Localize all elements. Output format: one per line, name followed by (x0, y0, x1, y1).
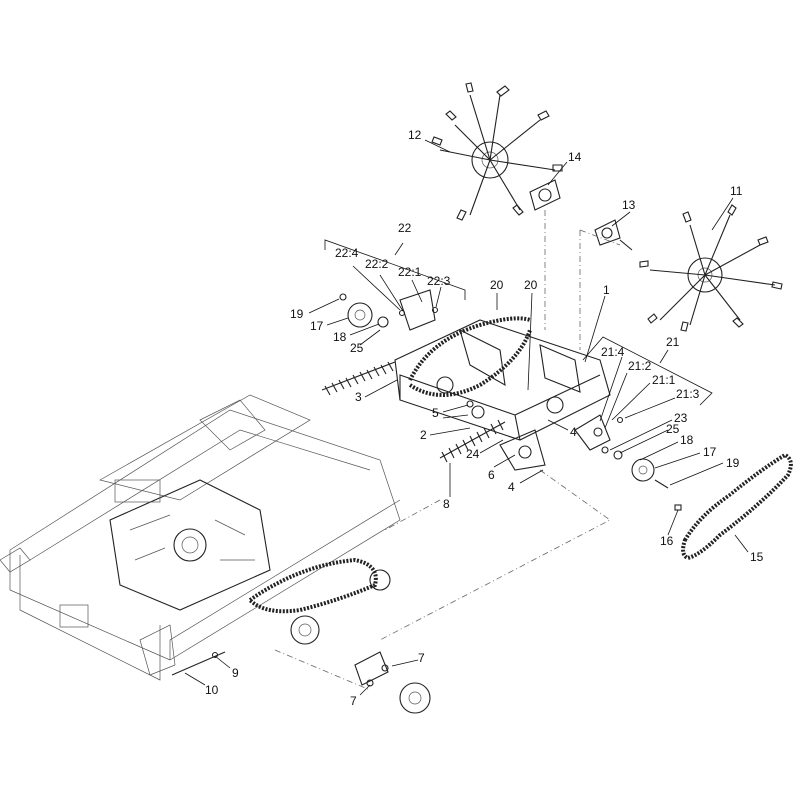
sprocket-assembly-22 (339, 289, 439, 331)
tensioner-assembly-21 (574, 414, 669, 489)
callout-14: 14 (568, 150, 582, 164)
callout-10: 10 (205, 683, 219, 697)
callout-7-a: 7 (418, 651, 425, 665)
machine-frame (0, 394, 401, 681)
callout-25-b: 25 (666, 422, 680, 436)
callout-15: 15 (750, 550, 764, 564)
spring-3 (321, 361, 396, 396)
callout-24: 24 (466, 447, 480, 461)
leader-lines (184, 139, 749, 696)
callout-21-1: 21:1 (652, 373, 676, 387)
main-frame-1 (394, 319, 611, 441)
callout-22-2: 22:2 (365, 257, 389, 271)
callout-19-b: 19 (726, 456, 740, 470)
lower-sprocket (354, 651, 431, 714)
callout-6: 6 (488, 468, 495, 482)
drive-chain-15 (674, 452, 793, 561)
callout-25-a: 25 (350, 341, 364, 355)
callout-16: 16 (660, 534, 674, 548)
callout-17-a: 17 (310, 319, 324, 333)
tine-rotor-12 (431, 82, 563, 221)
callout-18-a: 18 (333, 330, 347, 344)
group-bracket-22 (324, 239, 466, 300)
frame-drive-chain (408, 316, 532, 397)
callout-labels: 12 14 13 11 22 22:4 22:2 22:1 22:3 20 20… (205, 128, 764, 708)
callout-22-1: 22:1 (398, 265, 422, 279)
idler-arm-24 (466, 400, 546, 471)
callout-1: 1 (603, 283, 610, 297)
callout-23: 23 (674, 411, 688, 425)
group-bracket-21 (582, 336, 713, 406)
callout-5: 5 (432, 406, 439, 420)
callout-22-4: 22:4 (335, 246, 359, 260)
callout-3: 3 (355, 390, 362, 404)
tine-rotor-11 (639, 204, 783, 332)
callout-9: 9 (232, 666, 239, 680)
callout-2: 2 (420, 428, 427, 442)
callout-21-4: 21:4 (601, 345, 625, 359)
spring-8 (439, 419, 506, 463)
bearing-flange-14 (529, 179, 561, 211)
lower-drive-chain (246, 557, 391, 645)
callout-4-b: 4 (508, 480, 515, 494)
callout-7-b: 7 (350, 694, 357, 708)
callout-11: 11 (730, 184, 743, 198)
callout-21-2: 21:2 (628, 359, 652, 373)
callout-4-a: 4 (570, 425, 577, 439)
callout-8: 8 (443, 497, 450, 511)
callout-21: 21 (666, 335, 680, 349)
bearing-13 (594, 219, 633, 251)
callout-22-3: 22:3 (427, 274, 451, 288)
callout-20-b: 20 (524, 278, 538, 292)
callout-12: 12 (408, 128, 422, 142)
callout-21-3: 21:3 (676, 387, 700, 401)
callout-17-b: 17 (703, 445, 717, 459)
callout-20-a: 20 (490, 278, 504, 292)
callout-18-b: 18 (680, 433, 694, 447)
shaft-10 (171, 651, 226, 676)
callout-22: 22 (398, 221, 412, 235)
callout-19-a: 19 (290, 307, 304, 321)
callout-13: 13 (622, 198, 636, 212)
assembly-centerlines (274, 210, 621, 691)
